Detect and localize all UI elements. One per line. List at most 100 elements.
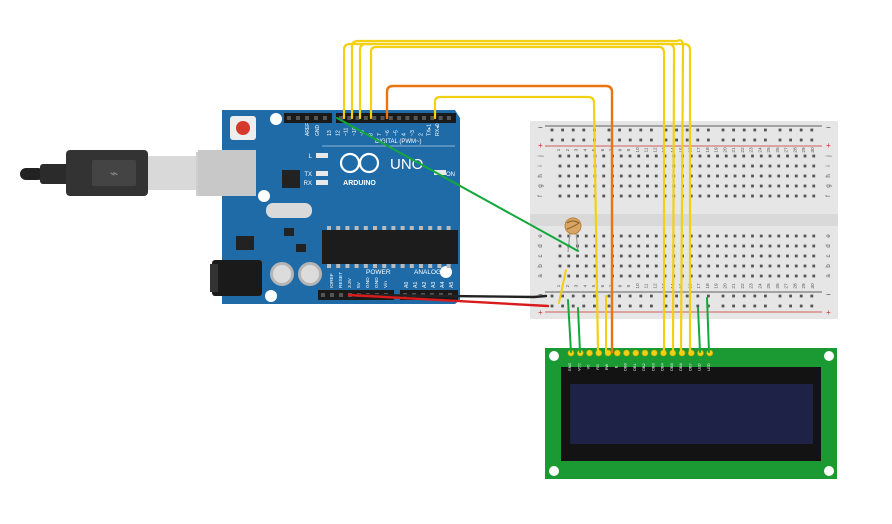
lcd-pin-label: DB2 <box>642 363 646 370</box>
lcd-pin <box>650 349 658 357</box>
breadboard-hole <box>759 274 763 278</box>
wire-red-5v <box>347 293 550 308</box>
breadboard-hole <box>646 194 649 198</box>
regulator <box>236 236 254 250</box>
breadboard-hole <box>768 184 772 188</box>
breadboard-hole <box>637 244 641 248</box>
breadboard-hole <box>759 194 763 198</box>
breadboard-hole <box>707 264 711 268</box>
breadboard-column-label: 21 <box>731 283 737 289</box>
rail-hole <box>550 138 554 142</box>
breadboard-hole <box>689 244 693 248</box>
breadboard-hole <box>593 254 597 258</box>
rail-hole <box>582 138 586 142</box>
breadboard-column-label: 23 <box>749 147 755 153</box>
breadboard-hole <box>803 244 807 248</box>
rail-hole <box>593 304 596 308</box>
breadboard-hole <box>619 194 623 198</box>
breadboard-hole <box>637 174 641 178</box>
rail-hole <box>685 128 689 132</box>
breadboard-column-label: 22 <box>740 283 746 289</box>
rail-hole <box>664 304 668 308</box>
breadboard-column-label: 1 <box>556 284 562 287</box>
breadboard-hole <box>716 264 719 268</box>
breadboard-hole <box>567 234 571 238</box>
rail-plus: + <box>538 141 543 150</box>
rail-hole <box>742 128 746 132</box>
breadboard-hole <box>654 234 658 238</box>
breadboard-hole <box>593 274 597 278</box>
wire-yellow-d2 <box>433 95 600 354</box>
breadboard-hole <box>619 244 623 248</box>
breadboard-column-label: 27 <box>784 283 790 289</box>
breadboard-row-label: a <box>826 274 832 278</box>
breadboard-hole <box>558 234 562 238</box>
rail-hole <box>810 294 814 298</box>
breadboard-hole <box>724 234 728 238</box>
mount-hole <box>549 351 559 361</box>
lcd-pin <box>623 349 630 357</box>
breadboard-hole <box>777 164 781 168</box>
breadboard-hole <box>619 264 623 268</box>
digital-pin-label: ~3 <box>410 130 416 136</box>
breadboard-hole <box>602 254 606 258</box>
rail-hole <box>753 304 757 308</box>
breadboard-hole <box>742 274 746 278</box>
header-hole <box>380 116 385 120</box>
atmega-chip <box>322 230 458 264</box>
rail-hole <box>561 128 564 132</box>
lcd-pin-label: V0 <box>587 365 591 370</box>
rail-hole <box>561 294 564 298</box>
analog-pin-label: A3 <box>431 282 437 288</box>
breadboard-hole <box>698 244 702 248</box>
breadboard-hole <box>777 264 781 268</box>
breadboard-hole <box>698 264 702 268</box>
breadboard-hole <box>803 174 807 178</box>
lcd-pin-label: GND <box>568 363 572 372</box>
breadboard-hole <box>628 164 632 168</box>
breadboard-hole <box>707 184 711 188</box>
breadboard-hole <box>707 274 711 278</box>
breadboard-hole <box>733 244 737 248</box>
breadboard-column-label: 12 <box>652 283 658 289</box>
rail-hole <box>561 138 564 142</box>
chip-pin <box>354 264 359 268</box>
chip-pin <box>391 264 396 268</box>
breadboard-hole <box>707 244 711 248</box>
power-label: POWER <box>366 269 391 276</box>
breadboard-row-label: i <box>826 165 832 166</box>
chip-pin <box>354 226 359 230</box>
breadboard-column-label: 18 <box>705 283 711 289</box>
breadboard-hole <box>698 194 702 198</box>
mount-hole <box>824 466 834 476</box>
breadboard-hole <box>742 174 746 178</box>
header-hole <box>438 116 443 120</box>
breadboard-hole <box>619 174 623 178</box>
breadboard-hole <box>794 174 798 178</box>
breadboard-hole <box>812 184 816 188</box>
breadboard-hole <box>602 234 606 238</box>
breadboard-hole <box>567 154 571 158</box>
power-jack <box>212 260 262 296</box>
chip-pin <box>437 264 442 268</box>
breadboard-hole <box>794 164 798 168</box>
chip-pin <box>419 264 423 268</box>
breadboard-hole <box>777 234 781 238</box>
wire-green-lcd-led2 <box>706 297 710 353</box>
breadboard-column-label: 27 <box>784 147 790 153</box>
breadboard-hole <box>558 194 562 198</box>
rail-hole <box>696 138 700 142</box>
breadboard-hole <box>794 274 798 278</box>
breadboard-hole <box>637 184 641 188</box>
analog-pin-label: A4 <box>440 282 446 288</box>
breadboard-hole <box>628 154 632 158</box>
digital-pin-label: 2 <box>418 133 424 136</box>
breadboard-column-label: 2 <box>565 284 571 287</box>
digital-pin-label: 4 <box>402 133 408 136</box>
breadboard-hole <box>794 194 798 198</box>
rail-hole <box>696 294 700 298</box>
header-hole <box>321 293 325 297</box>
rail-hole <box>799 294 803 298</box>
lcd-pin <box>632 349 640 357</box>
breadboard-hole <box>716 154 719 158</box>
